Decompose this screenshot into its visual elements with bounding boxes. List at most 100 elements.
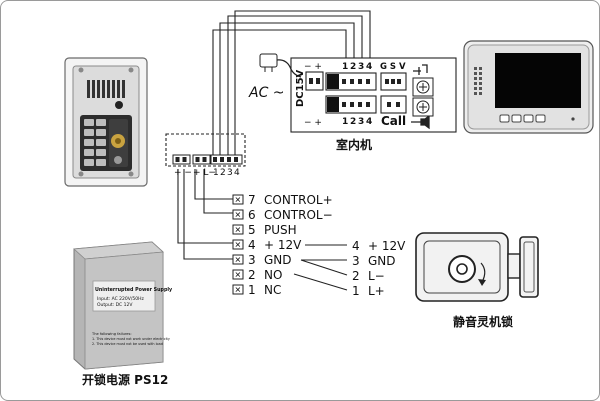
wire-pin2: [219, 22, 355, 157]
ps-output: Output: DC 12V: [97, 302, 133, 308]
wire-12v-outdoor: [177, 169, 233, 244]
terminal-5-num: 5: [248, 223, 256, 237]
connector-1: 1: [325, 72, 377, 91]
outdoor-pm-label-2: + L−: [193, 168, 216, 178]
svg-text:✕: ✕: [235, 286, 242, 295]
lock-terminal-3-name: GND: [368, 254, 396, 268]
terminal-2-num: 2: [248, 268, 256, 282]
call-terminal: [380, 95, 407, 114]
terminal-5-name: PUSH: [264, 223, 297, 237]
gsv-terminal: [380, 72, 407, 91]
port-1-label: 1: [329, 76, 338, 91]
bottom-pin-3: 3: [358, 117, 364, 127]
bottom-pin-4: 4: [366, 117, 372, 127]
lock-terminal-4-num: 4: [352, 239, 360, 253]
wires: [177, 10, 371, 291]
ps-note-1: 1. This device must not work under elect…: [92, 337, 170, 341]
call-label: Call: [381, 114, 406, 128]
call-button-icon: [114, 156, 122, 164]
ps-note-2: 2. This device must not be used with loa…: [92, 342, 163, 346]
terminal-4: ✕ 4 + 12V: [232, 238, 302, 252]
keypad: [80, 115, 132, 171]
wire-gnd-l-minus: [300, 259, 348, 276]
bell-icon: [413, 64, 428, 75]
top-pin-4: 4: [366, 62, 372, 72]
power-adapter-icon: [259, 53, 302, 78]
outdoor-pm-label-1: + −: [174, 168, 192, 178]
outdoor-terminal-block: + − + L− 1 2 3 4: [165, 133, 246, 178]
outdoor-panel: [64, 57, 148, 187]
brightness-knob-icon: [412, 97, 434, 117]
lock-terminals: 4 + 12V 3 GND 2 L− 1 L+: [352, 239, 406, 298]
terminal-2-name: NO: [264, 268, 282, 282]
lock-terminal-1-name: L+: [368, 284, 385, 298]
wire-control-minus: [203, 169, 233, 214]
lock-terminal-4-name: + 12V: [368, 239, 406, 253]
bottom-pin-2: 2: [350, 117, 356, 127]
connector-2: 2: [325, 95, 377, 114]
terminal-7: ✕ 7 CONTROL+: [232, 193, 333, 207]
speaker-icon: [411, 114, 430, 130]
ps-title: Uninterrupted Power Supply: [95, 287, 173, 293]
svg-text:✕: ✕: [235, 271, 242, 280]
terminal-3: ✕ 3 GND: [232, 253, 292, 267]
volume-knob-icon: [412, 77, 434, 97]
outdoor-pin-1: 1: [213, 168, 219, 178]
wire-pin4: [234, 10, 371, 157]
svg-text:✕: ✕: [235, 241, 242, 250]
outdoor-pin-4: 4: [234, 168, 240, 178]
lock-terminal-3-num: 3: [352, 254, 360, 268]
wire-gnd-outdoor: [183, 169, 233, 260]
terminal-1: ✕ 1 NC: [232, 283, 281, 297]
wire-no-l-plus: [293, 273, 348, 291]
pm-bottom-label: − +: [304, 118, 322, 128]
terminal-6-name: CONTROL−: [264, 208, 333, 222]
power-supply-box: Uninterrupted Power Supply Input: AC 220…: [73, 241, 173, 387]
svg-text:✕: ✕: [235, 211, 242, 220]
monitor-buttons: [499, 114, 575, 123]
electric-lock: 静音灵机锁: [415, 232, 539, 329]
dc-pm-label: − +: [304, 62, 322, 72]
lock-terminal-2-name: L−: [368, 269, 385, 283]
lock-terminal-1-num: 1: [352, 284, 360, 298]
outdoor-pin-2: 2: [220, 168, 226, 178]
terminal-3-name: GND: [264, 253, 292, 267]
terminal-3-num: 3: [248, 253, 256, 267]
wire-pin1: [212, 29, 347, 157]
indoor-unit-label: 室内机: [336, 137, 372, 152]
terminal-1-name: NC: [264, 283, 281, 297]
indoor-monitor: [463, 40, 594, 134]
terminal-2: ✕ 2 NO: [232, 268, 282, 282]
power-supply-terminals: ✕ 7 CONTROL+ ✕ 6 CONTROL− ✕ 5 PUSH ✕ 4 +…: [232, 193, 333, 297]
wire-control-plus: [194, 169, 233, 200]
terminal-6: ✕ 6 CONTROL−: [232, 208, 333, 222]
ps-input: Input: AC 220V/50Hz: [97, 296, 144, 302]
camera-lens-icon: [115, 101, 123, 109]
indoor-unit-panel: AC ~ DC15V − + 1 2 3 4 1: [248, 53, 457, 152]
lock-terminal-2-num: 2: [352, 269, 360, 283]
top-pin-2: 2: [350, 62, 356, 72]
terminal-7-num: 7: [248, 193, 256, 207]
bottom-pin-1: 1: [342, 117, 348, 127]
terminal-5: ✕ 5 PUSH: [232, 223, 297, 237]
gsv-label: G S V: [380, 62, 406, 72]
speaker-grille: [87, 80, 125, 98]
outdoor-pin-3: 3: [227, 168, 233, 178]
wire-pin3: [227, 15, 363, 157]
top-pin-3: 3: [358, 62, 364, 72]
dc-terminal: [305, 71, 324, 91]
port-2-label: 2: [329, 99, 338, 114]
dc-label: DC15V: [295, 69, 306, 107]
terminal-6-num: 6: [248, 208, 256, 222]
ps-note-head: The following failures:: [91, 332, 132, 336]
terminal-7-name: CONTROL+: [264, 193, 333, 207]
terminal-4-name: + 12V: [264, 238, 302, 252]
ac-label: AC ~: [248, 85, 285, 101]
svg-text:✕: ✕: [235, 196, 242, 205]
terminal-4-num: 4: [248, 238, 256, 252]
svg-text:✕: ✕: [235, 256, 242, 265]
lock-caption: 静音灵机锁: [453, 314, 513, 329]
svg-text:✕: ✕: [235, 226, 242, 235]
